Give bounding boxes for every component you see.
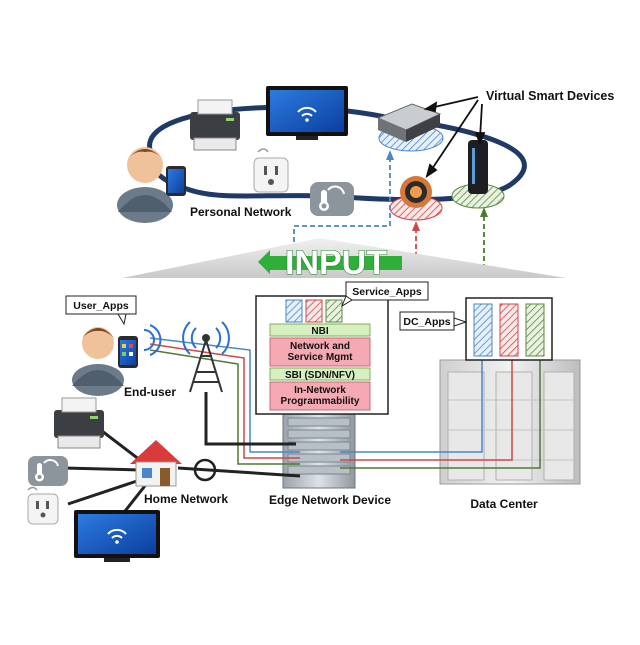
personal-network-label: Personal Network: [190, 205, 292, 219]
home-tv-icon: [74, 510, 160, 562]
router-icon: [468, 140, 488, 194]
edge-rack-icon: [282, 411, 356, 489]
user-apps-tag: User_Apps: [65, 295, 137, 326]
thermostat-icon: [400, 176, 432, 208]
home-thermometer-icon: [28, 456, 68, 486]
personal-user-icon: [117, 147, 186, 223]
network-cables: [63, 337, 541, 521]
nbi-layer-label: NBI: [311, 326, 328, 337]
edge-network-device-label: Edge Network Device: [269, 493, 391, 507]
data-center-label: Data Center: [470, 497, 538, 511]
home-outlet-icon: [27, 486, 59, 525]
virtual-smart-devices-label: Virtual Smart Devices: [486, 89, 614, 103]
end-user-icon: [72, 324, 162, 396]
stack-label-line: Programmability: [281, 396, 360, 407]
data-center-servers: [439, 359, 581, 485]
set-top-box-icon: [376, 103, 442, 142]
sbi-layer-label: SBI (SDN/NFV): [285, 370, 355, 381]
home-network-label: Home Network: [144, 492, 228, 506]
stack-label-line: Network and: [290, 341, 350, 352]
service-apps-tag: Service_Apps: [340, 281, 429, 308]
stack-label-line: Service Mgmt: [287, 352, 353, 363]
tv-icon: [266, 86, 348, 140]
cell-tower-icon: [182, 321, 230, 393]
stack-label-line: SBI (SDN/NFV): [285, 370, 355, 381]
home-icon: [130, 440, 182, 487]
stack-label-line: NBI: [311, 326, 328, 337]
user-apps-label: User_Apps: [73, 300, 129, 312]
printer-icon: [190, 99, 240, 151]
thermometer-icon: [310, 182, 354, 216]
input-arrow: [258, 250, 402, 274]
dc-apps-box: DC_Apps: [399, 297, 553, 361]
outlet-icon: [253, 148, 289, 193]
dc-apps-label: DC_Apps: [403, 316, 450, 328]
virtual-devices-pointer-arrows: [423, 96, 486, 179]
input-label: INPUT: [285, 244, 387, 282]
service-apps-label: Service_Apps: [352, 286, 422, 298]
end-user-label: End-user: [124, 385, 176, 399]
home-printer-icon: [54, 397, 104, 449]
stack-label-line: In-Network: [294, 385, 346, 396]
